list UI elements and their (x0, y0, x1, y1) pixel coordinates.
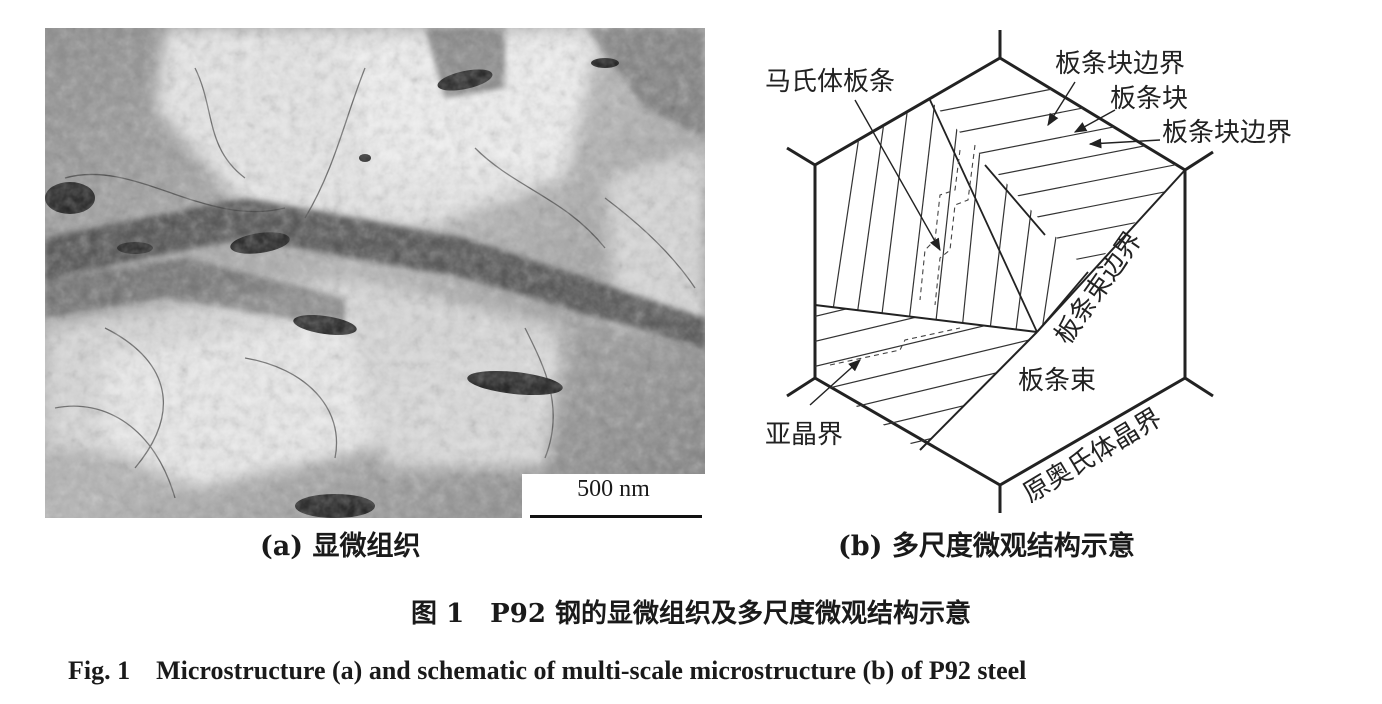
scale-bar-background (522, 474, 705, 518)
figure-caption-chinese: 图 1 P92 钢的显微组织及多尺度微观结构示意 (411, 599, 971, 629)
label-block-boundary-top: 板条块边界 (1055, 49, 1185, 79)
scale-bar-label: 500 nm (577, 476, 650, 502)
figure-caption-english: Fig. 1 Microstructure (a) and schematic … (68, 656, 1027, 685)
label-subgrain-boundary: 亚晶界 (765, 420, 843, 450)
subcaption-a: (a) 显微组织 (260, 531, 421, 562)
label-block-boundary-right: 板条块边界 (1162, 118, 1292, 148)
multiscale-schematic: 马氏体板条 板条块边界 板条块 板条块边界 板条束边界 板条束 亚晶界 原奥氏体… (765, 30, 1292, 513)
label-block: 板条块 (1110, 84, 1188, 114)
label-packet-boundary: 板条束边界 (1049, 226, 1148, 350)
label-prior-austenite-grain-boundary: 原奥氏体晶界 (1018, 403, 1167, 509)
subcaption-b: (b) 多尺度微观结构示意 (838, 531, 1135, 562)
tem-micrograph (45, 28, 705, 518)
scale-bar (530, 515, 702, 518)
label-packet: 板条束 (1018, 366, 1096, 396)
label-martensite-lath: 马氏体板条 (765, 67, 895, 97)
